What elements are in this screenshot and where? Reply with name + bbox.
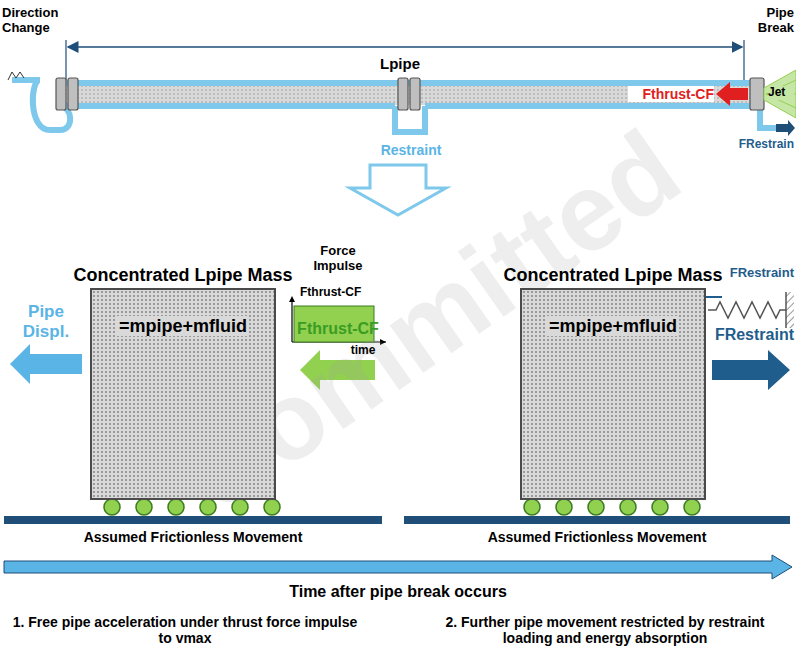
dimension-label: Lpipe <box>370 55 430 72</box>
transition-arrow <box>350 165 446 215</box>
part-label: Restraint <box>366 142 456 158</box>
jet-lines <box>766 80 796 108</box>
jet <box>764 70 796 118</box>
part-label: Direction Change <box>2 6 82 36</box>
graph-title: Force Impulse <box>296 244 380 274</box>
ground <box>404 516 790 524</box>
axis-label: time <box>338 344 388 358</box>
impulse-graph <box>289 296 386 345</box>
restraint-arrow <box>776 120 795 136</box>
thrust-arrow <box>716 82 748 106</box>
thrust-arrow <box>300 350 375 390</box>
dimension-line <box>66 40 744 80</box>
mass-formula: =mpipe+mfluid <box>547 316 679 336</box>
spring <box>698 291 794 328</box>
timeline-arrow <box>4 555 792 579</box>
ground-label: Assumed Frictionless Movement <box>4 529 382 545</box>
ground-label: Assumed Frictionless Movement <box>404 529 790 545</box>
mass-box: Concentrated Lpipe Mass=mpipe+mfluid <box>90 288 276 500</box>
mass-formula: =mpipe+mfluid <box>117 316 249 336</box>
force-label: Fthrust-CF <box>628 86 714 102</box>
displacement-label: Pipe Displ. <box>6 302 86 341</box>
restraint-arrow <box>712 350 790 390</box>
phase-note: 2. Further pipe movement restricted by r… <box>420 614 790 646</box>
phase-note: 1. Free pipe acceleration under thrust f… <box>10 614 360 646</box>
mass-box: Concentrated Lpipe Mass=mpipe+mfluid <box>520 288 706 500</box>
axis-label: Fthrust-CF <box>300 286 390 300</box>
box-heading: Concentrated Lpipe Mass <box>72 265 294 286</box>
part-label: Pipe Break <box>734 6 794 36</box>
force-label: FRestrain <box>718 138 794 152</box>
box-heading: Concentrated Lpipe Mass <box>502 265 724 286</box>
valve <box>56 78 764 110</box>
ground <box>4 516 382 524</box>
roller <box>104 499 700 515</box>
pipe <box>8 72 780 132</box>
timeline-label: Time after pipe break occurs <box>150 583 646 601</box>
part-label: Jet <box>768 86 794 100</box>
force-label: Fthrust-CF <box>284 320 392 338</box>
displacement-arrow <box>10 344 82 384</box>
